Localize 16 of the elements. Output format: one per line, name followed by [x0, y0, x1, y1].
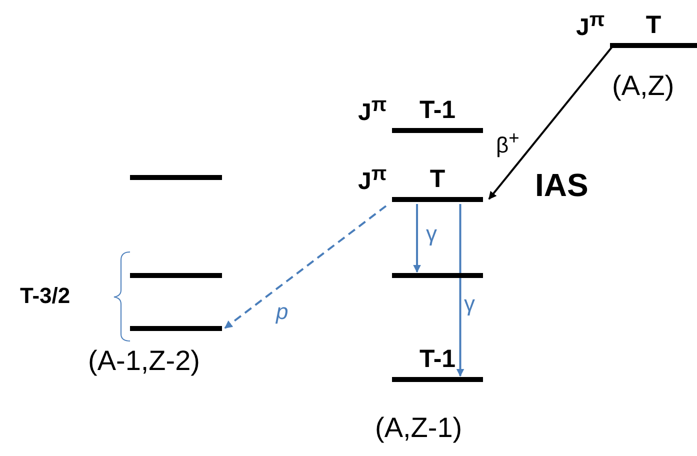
isospin-label: T	[644, 11, 662, 39]
nucleus-label: (A-1,Z-2)	[88, 345, 200, 377]
nucleus-label: (A,Z)	[612, 70, 674, 102]
nucleus-label: (A,Z-1)	[375, 412, 462, 444]
arrow	[413, 204, 422, 273]
spin-parity-label: J$^{π}$	[358, 163, 387, 196]
isospin-label: T-1	[418, 96, 457, 124]
isospin-label: T-3/2	[20, 283, 70, 309]
spin-parity-label: J$^{π}$	[576, 9, 605, 42]
state-label: IAS	[535, 167, 588, 204]
arrow	[488, 46, 613, 200]
isospin-label: T	[428, 165, 446, 193]
isospin-label: T-1	[418, 345, 457, 373]
spin-parity-label: J$^{π}$	[358, 94, 387, 127]
arrow	[456, 204, 464, 377]
arrow	[224, 205, 387, 329]
